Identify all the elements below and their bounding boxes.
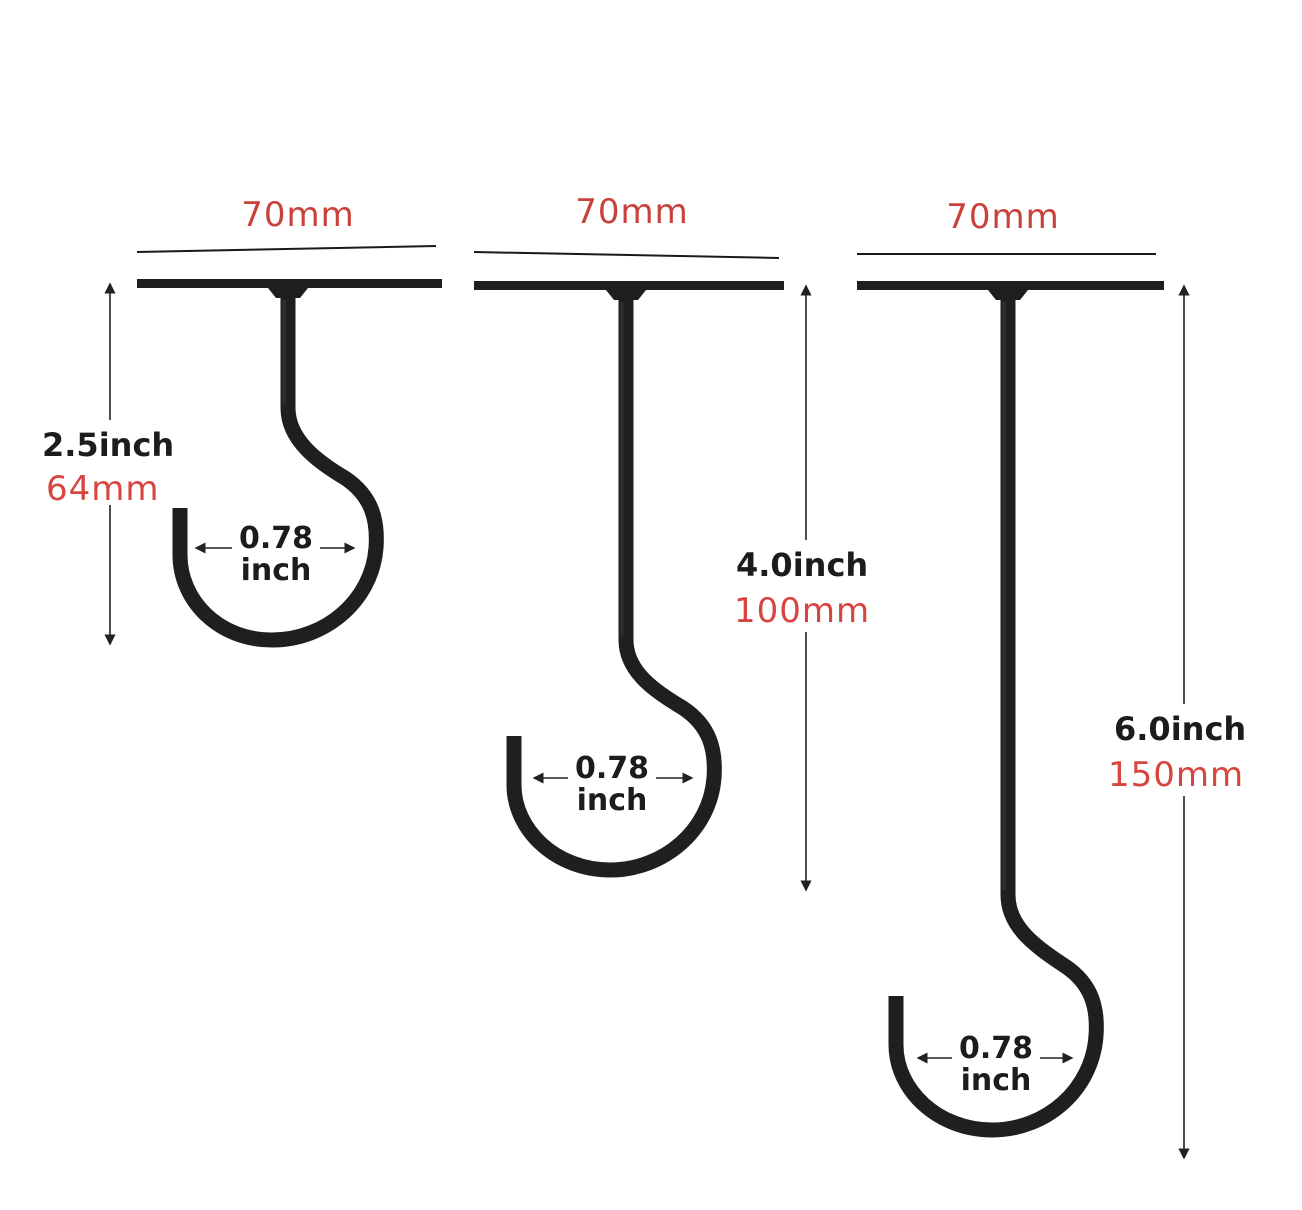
plate-boss-medium (606, 290, 646, 300)
length-inch-small: 2.5inch (42, 426, 174, 464)
opening-value-large: 0.78 (959, 1031, 1033, 1066)
hook-body-medium (506, 298, 722, 878)
length-mm-small: 64mm (46, 469, 160, 509)
hook-large: 70mm 6.0inch 150mm 0.78 inch (857, 197, 1266, 1160)
width-label-small: 70mm (241, 195, 355, 235)
width-reference-line-medium (473, 251, 780, 259)
width-label-medium: 70mm (575, 192, 689, 232)
width-reference-line-small (136, 245, 437, 253)
opening-label-backdrop-medium (568, 752, 656, 814)
mounting-plate-large (857, 281, 1164, 290)
opening-value-small: 0.78 (239, 521, 313, 556)
width-label-large: 70mm (946, 197, 1060, 237)
mounting-plate-small (137, 279, 442, 288)
opening-unit-large: inch (961, 1063, 1032, 1098)
mounting-plate-medium (474, 281, 784, 290)
opening-unit-medium: inch (577, 783, 648, 818)
length-label-backdrop-small (38, 420, 188, 505)
hook-body-small (172, 296, 384, 648)
opening-unit-small: inch (241, 553, 312, 588)
hook-medium: 70mm 4.0inch 100mm 0.78 inch (473, 192, 890, 892)
opening-label-backdrop-large (952, 1030, 1040, 1094)
plate-boss-small (268, 288, 308, 298)
length-label-backdrop-large (1106, 704, 1266, 796)
opening-value-medium: 0.78 (575, 751, 649, 786)
length-mm-medium: 100mm (734, 591, 870, 631)
hook-body-large (888, 298, 1104, 1138)
hook-small: 70mm 2.5inch 64mm 0.78 inch (38, 195, 442, 648)
opening-label-backdrop-small (232, 522, 320, 584)
length-label-backdrop-medium (730, 540, 890, 632)
length-mm-large: 150mm (1108, 755, 1244, 795)
plate-boss-large (988, 290, 1028, 300)
length-inch-medium: 4.0inch (736, 546, 868, 584)
length-inch-large: 6.0inch (1114, 710, 1246, 748)
